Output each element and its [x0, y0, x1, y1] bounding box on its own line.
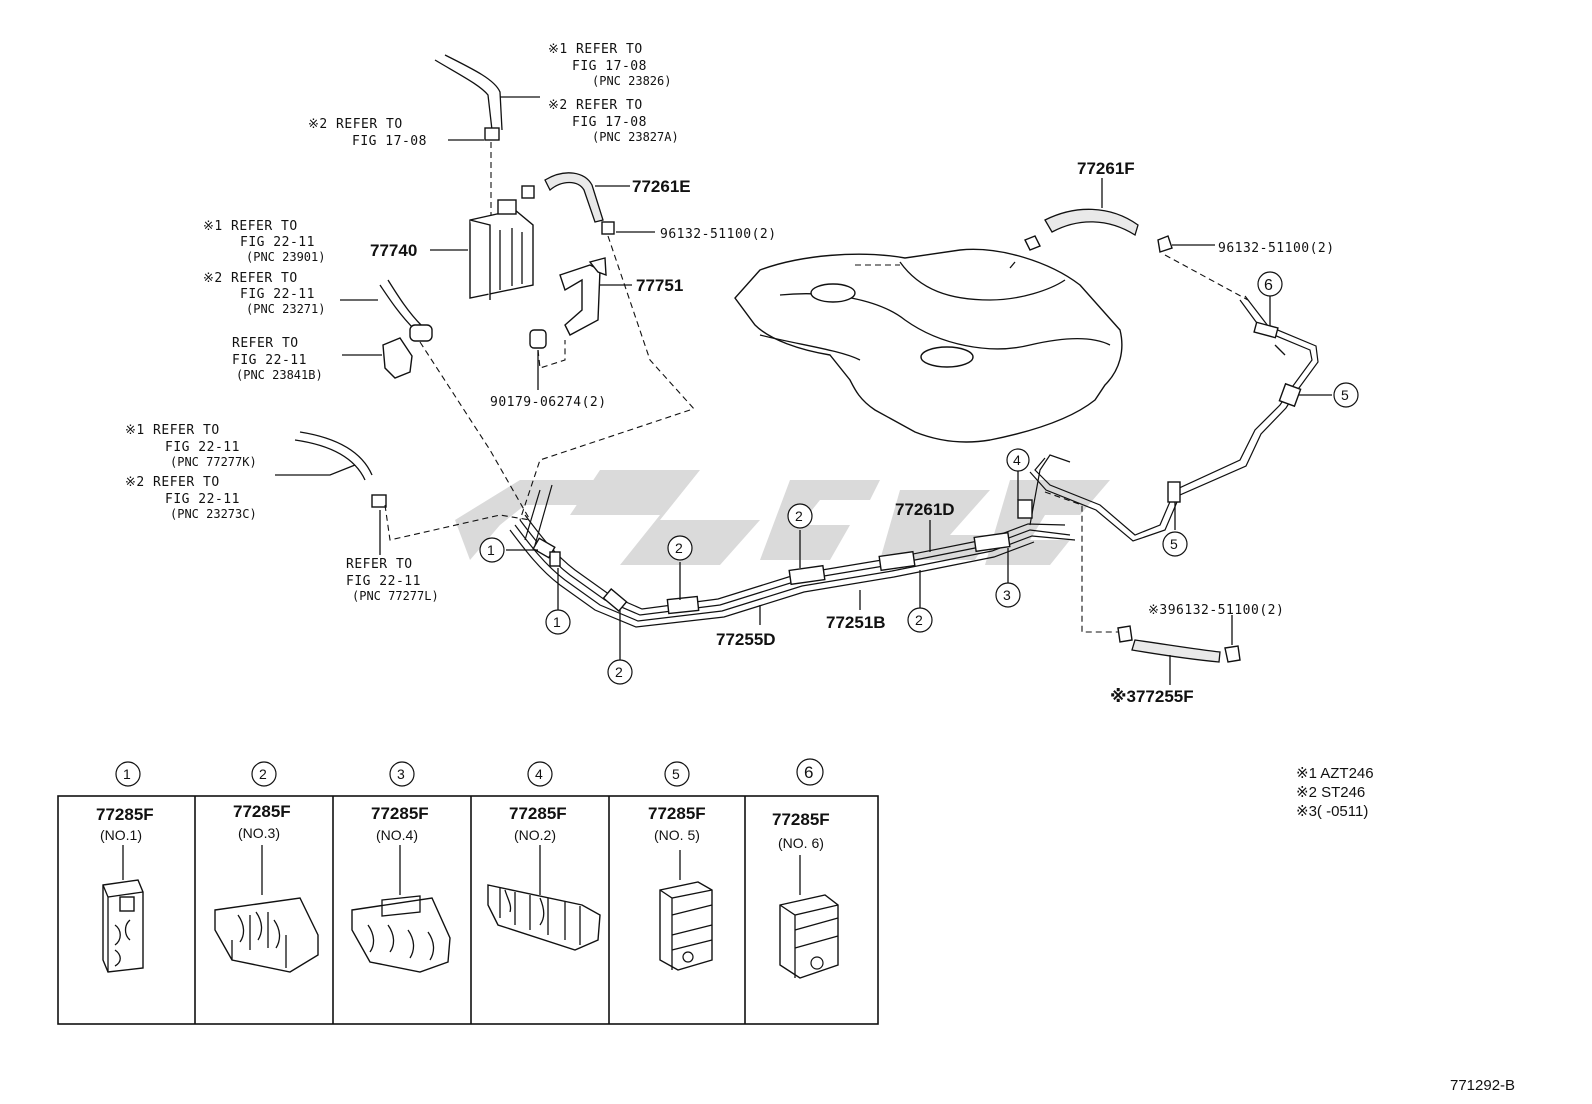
label-96132-a: 96132-51100(2): [660, 227, 777, 242]
note-3: ※3( -0511): [1296, 803, 1368, 820]
fuel-pipes-main: [509, 454, 1076, 628]
ref-3-line1: ※2 REFER TO: [308, 117, 403, 132]
callout-2c: 2: [795, 508, 803, 524]
ref-7-line2: FIG 22-11: [165, 440, 240, 455]
reference-notes: ※1 REFER TO FIG 17-08 (PNC 23826) ※2 REF…: [125, 42, 679, 603]
clamp-legend: 1 2 3 4 5 6 77285F (NO.1) 77285F (NO.3) …: [57, 758, 879, 1025]
watermark-logo: [455, 470, 1110, 565]
ref-4-line1: ※1 REFER TO: [203, 219, 298, 234]
clamp-3-no: (NO.4): [376, 827, 418, 843]
label-77261D: 77261D: [895, 500, 955, 519]
ref-5-line1: ※2 REFER TO: [203, 271, 298, 286]
callout-2b: 2: [675, 540, 683, 556]
clamp-2-part: 77285F: [233, 802, 291, 821]
callout-2a: 2: [615, 664, 623, 680]
ref-3-line2: FIG 17-08: [352, 134, 427, 149]
clamp-6-part: 77285F: [772, 810, 830, 829]
clamp-5-num: 5: [672, 766, 680, 782]
hose-77261F: [1024, 178, 1249, 301]
ref-4-line2: FIG 22-11: [240, 235, 315, 250]
ref-9-line3: (PNC 77277L): [352, 589, 439, 603]
clamp-4-drawing: [487, 845, 601, 951]
ref-2-line3: (PNC 23827A): [592, 130, 679, 144]
ref-9-line2: FIG 22-11: [346, 574, 421, 589]
ref-8-line2: FIG 22-11: [165, 492, 240, 507]
label-96132-c: ※396132-51100(2): [1148, 603, 1284, 618]
ref-6-line1: REFER TO: [232, 336, 299, 351]
label-77751: 77751: [636, 276, 683, 295]
canister-upper-hose: [434, 54, 540, 141]
ref-2-line1: ※2 REFER TO: [548, 98, 643, 113]
clamp-6-no: (NO. 6): [778, 835, 824, 851]
hose-77255F: [1117, 615, 1241, 685]
label-77261F: 77261F: [1077, 159, 1135, 178]
clamp-5-no: (NO. 5): [654, 827, 700, 843]
callout-5b: 5: [1341, 387, 1349, 403]
label-77261E: 77261E: [632, 177, 691, 196]
callout-2d: 2: [915, 612, 923, 628]
clamp-1-num: 1: [123, 766, 131, 782]
clamp-4-no: (NO.2): [514, 827, 556, 843]
clamp-1-part: 77285F: [96, 805, 154, 824]
fuel-tank: [734, 248, 1123, 443]
callout-1b: 1: [553, 614, 561, 630]
clamp-2-num: 2: [259, 766, 267, 782]
callout-5a: 5: [1170, 536, 1178, 552]
label-77255F: ※377255F: [1110, 687, 1194, 706]
clamp-3-num: 3: [397, 766, 405, 782]
ref-6-line3: (PNC 23841B): [236, 368, 323, 382]
clamp-4-num: 4: [535, 766, 543, 782]
clamp-5-drawing: [659, 850, 713, 971]
ref-4-line3: (PNC 23901): [246, 250, 325, 264]
ref-8-line3: (PNC 23273C): [170, 507, 257, 521]
callout-4: 4: [1013, 452, 1021, 468]
ref-6-line2: FIG 22-11: [232, 353, 307, 368]
ref-1-line2: FIG 17-08: [572, 59, 647, 74]
label-77255D: 77255D: [716, 630, 776, 649]
label-90179: 90179-06274(2): [490, 395, 607, 410]
callout-3: 3: [1003, 587, 1011, 603]
ref-2-line2: FIG 17-08: [572, 115, 647, 130]
ref-8-line1: ※2 REFER TO: [125, 475, 220, 490]
ref-1-line3: (PNC 23826): [592, 74, 671, 88]
callout-circles: 1 1 2 2 2 2 3 4 5 5 6: [479, 271, 1359, 685]
ref-9-line1: REFER TO: [346, 557, 413, 572]
note-1: ※1 AZT246: [1296, 765, 1374, 782]
charcoal-canister-77740: [430, 199, 534, 300]
clamp-1-drawing: [102, 845, 144, 973]
ref-1-line1: ※1 REFER TO: [548, 42, 643, 57]
fuel-pipe-right: [1029, 295, 1319, 542]
hose-77261E: [521, 172, 630, 223]
clamp-4-part: 77285F: [509, 804, 567, 823]
label-96132-b: 96132-51100(2): [1218, 241, 1335, 256]
leader-lines: [506, 296, 1332, 660]
clamp-2-no: (NO.3): [238, 825, 280, 841]
part-number-labels: 77261E 77740 77751 77261F 77261D 77255D …: [370, 159, 1335, 706]
ref-7-line1: ※1 REFER TO: [125, 423, 220, 438]
note-2: ※2 ST246: [1296, 784, 1365, 801]
bracket-77751: [559, 257, 632, 336]
clamp-6-drawing: [779, 855, 839, 979]
clamp-2-drawing: [214, 845, 319, 973]
clamp-3-drawing: [351, 845, 451, 973]
ref-5-line3: (PNC 23271): [246, 302, 325, 316]
callout-1a: 1: [487, 542, 495, 558]
ref-5-line2: FIG 22-11: [240, 287, 315, 302]
clamp-3-part: 77285F: [371, 804, 429, 823]
ref-7-line3: (PNC 77277K): [170, 455, 257, 469]
label-77251B: 77251B: [826, 613, 886, 632]
clamp-5-part: 77285F: [648, 804, 706, 823]
callout-6: 6: [1264, 277, 1273, 294]
figure-id: 771292-B: [1450, 1077, 1515, 1094]
model-notes: ※1 AZT246 ※2 ST246 ※3( -0511): [1296, 765, 1374, 820]
label-77740: 77740: [370, 241, 417, 260]
clamp-1-no: (NO.1): [100, 827, 142, 843]
clamp-6-num: 6: [804, 763, 813, 782]
